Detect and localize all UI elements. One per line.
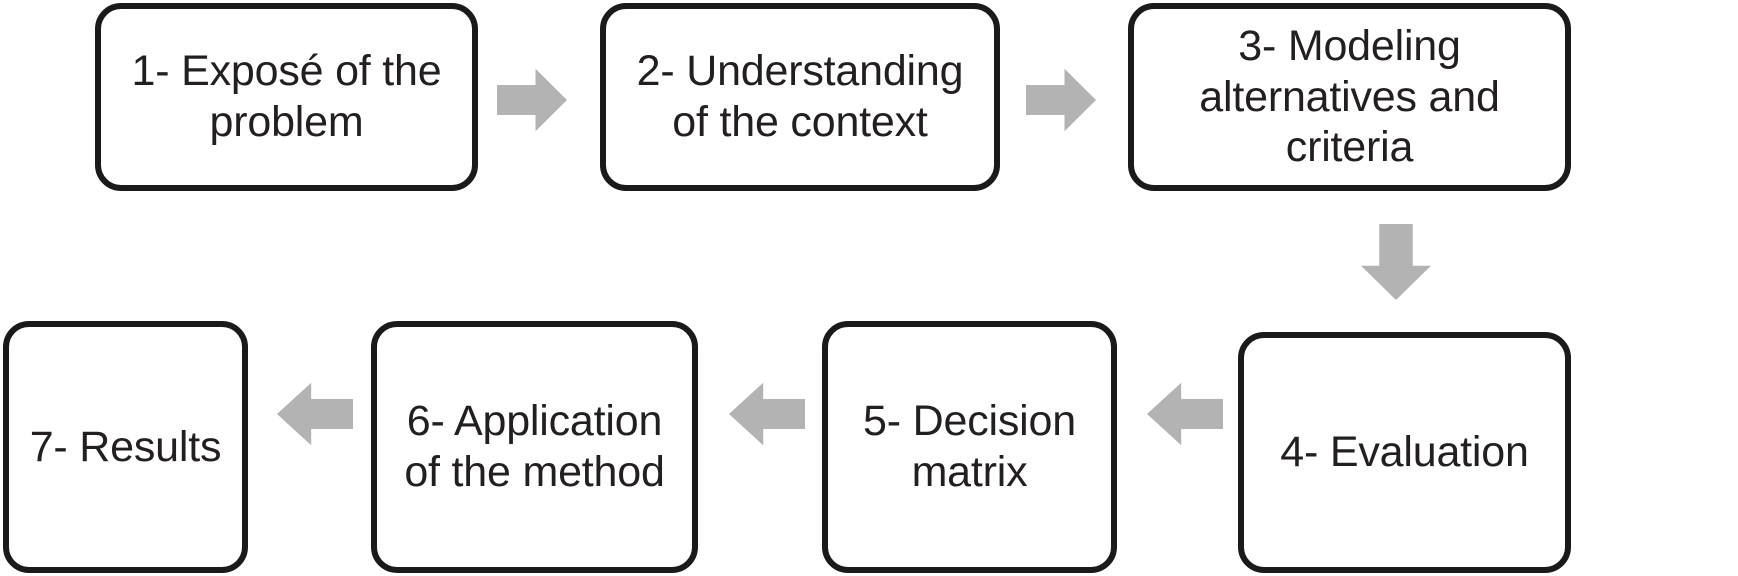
arrow-6-to-7-left-arrow-icon <box>277 380 353 448</box>
arrow-3-to-4-down-arrow-icon <box>1358 224 1434 300</box>
flowchart-node-step-5: 5- Decision matrix <box>822 321 1117 573</box>
flowchart-node-step-3: 3- Modeling alternatives and criteria <box>1128 3 1571 191</box>
flowchart-node-step-4: 4- Evaluation <box>1238 332 1571 573</box>
arrow-5-to-6-left-arrow-icon <box>729 380 805 448</box>
flowchart-node-step-1: 1- Exposé of the problem <box>95 3 478 191</box>
arrow-4-to-5-left-arrow-icon <box>1147 380 1223 448</box>
flowchart-node-step-6: 6- Application of the method <box>371 321 698 573</box>
arrow-1-to-2-right-arrow-icon <box>497 66 567 134</box>
arrow-2-to-3-right-arrow-icon <box>1026 66 1096 134</box>
flowchart-node-step-7: 7- Results <box>3 321 248 573</box>
flowchart-node-step-2: 2- Understanding of the context <box>600 3 1000 191</box>
